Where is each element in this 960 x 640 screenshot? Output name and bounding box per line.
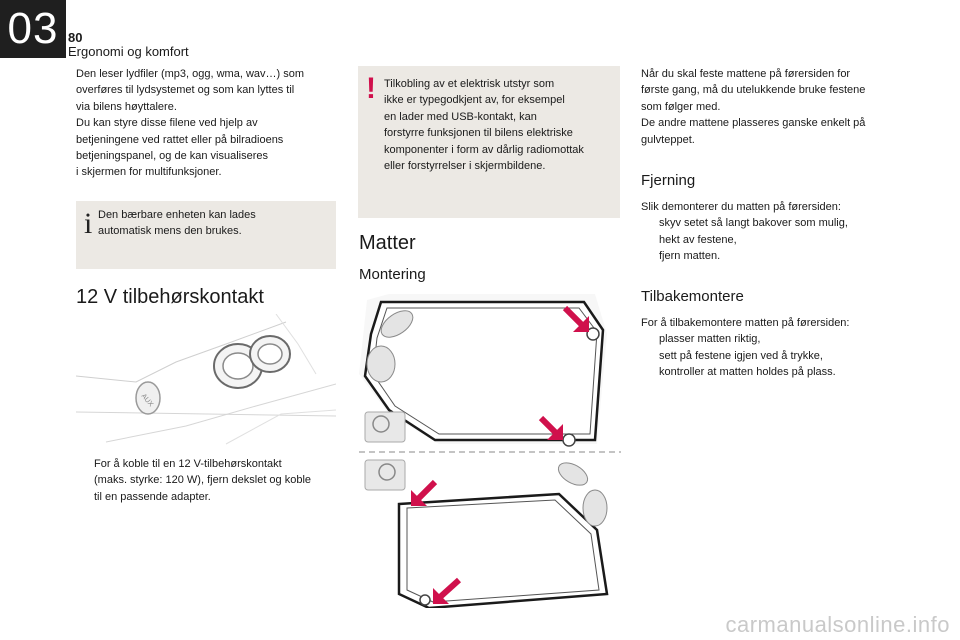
- text-line: Du kan styre disse filene ved hjelp av: [76, 117, 258, 130]
- list-item: sett på festene igjen ved å trykke,: [641, 348, 901, 364]
- bullet-symbol: [76, 456, 94, 505]
- info-text: Den bærbare enheten kan lades automatisk…: [98, 207, 328, 240]
- info-icon: i: [84, 207, 93, 240]
- bullet-symbol: [641, 215, 659, 231]
- text-line: komponenter i form av dårlig radiomottak: [384, 143, 584, 156]
- text-line: Tilkobling av et elektrisk utstyr som: [384, 78, 555, 90]
- list-item-text: kontroller at matten holdes på plass.: [659, 366, 836, 379]
- text-line: For å koble til en 12 V-tilbehørskontakt: [94, 458, 282, 470]
- list-item: fjern matten.: [641, 248, 901, 264]
- text-line: Den leser lydfiler (mp3, ogg, wma, wav…)…: [76, 68, 305, 80]
- text-line: ikke er typegodkjent av, for eksempel: [384, 94, 565, 107]
- text-line: Den bærbare enheten kan lades: [98, 209, 256, 221]
- list-item-text: hekt av festene,: [659, 233, 737, 246]
- text-line: gulvteppet.: [641, 133, 695, 146]
- heading-refitting: Tilbakemontere: [641, 288, 744, 305]
- subheading-mounting: Montering: [359, 266, 426, 283]
- bullet-symbol: [641, 348, 659, 364]
- text-line: overføres til lydsystemet og som kan lyt…: [76, 84, 295, 97]
- warning-box: ! Tilkobling av et elektrisk utstyr som …: [358, 66, 620, 218]
- bullet-symbol: [641, 248, 659, 264]
- removal-section: Slik demonterer du matten på førersiden:…: [641, 199, 901, 265]
- bullet-symbol: [641, 232, 659, 248]
- list-item: hekt av festene,: [641, 232, 901, 248]
- removal-intro: Slik demonterer du matten på førersiden:: [641, 201, 841, 213]
- list-item: skyv setet så langt bakover som mulig,: [641, 215, 901, 231]
- text-line: i skjermen for multifunksjoner.: [76, 166, 222, 179]
- text-line: via bilens høyttalere.: [76, 100, 177, 113]
- list-item-text: skyv setet så langt bakover som mulig,: [659, 217, 848, 230]
- list-item-text: plasser matten riktig,: [659, 333, 761, 346]
- text-line: eller forstyrrelser i skjermbildene.: [384, 160, 546, 173]
- text-line: De andre mattene plasseres ganske enkelt…: [641, 117, 866, 130]
- text-line: Når du skal feste mattene på førersiden …: [641, 68, 851, 80]
- text-line: (maks. styrke: 120 W), fjern dekslet og …: [94, 474, 312, 487]
- warning-icon: !: [366, 72, 376, 105]
- list-item-text: fjern matten.: [659, 250, 721, 263]
- heading-removal: Fjerning: [641, 172, 696, 189]
- refitting-intro: For å tilbakemontere matten på førerside…: [641, 317, 850, 329]
- chapter-number: 03: [0, 0, 66, 58]
- text-line: betjeningene ved rattet eller på bilradi…: [76, 133, 284, 146]
- refitting-section: For å tilbakemontere matten på førerside…: [641, 315, 901, 381]
- list-item-text: sett på festene igjen ved å trykke,: [659, 349, 823, 362]
- info-box: i Den bærbare enheten kan lades automati…: [76, 201, 336, 269]
- heading-accessory-socket: 12 V tilbehørskontakt: [76, 286, 264, 308]
- audio-files-paragraph: Den leser lydfiler (mp3, ogg, wma, wav…)…: [76, 66, 342, 181]
- list-item: plasser matten riktig,: [641, 331, 901, 347]
- section-title: Ergonomi og komfort: [68, 44, 189, 59]
- socket-instruction: For å koble til en 12 V-tilbehørskontakt…: [76, 456, 344, 505]
- heading-mats: Matter: [359, 232, 416, 254]
- text-line: en lader med USB-kontakt, kan: [384, 110, 537, 123]
- text-line: forstyrre funksjonen til bilens elektris…: [384, 127, 573, 140]
- bullet-symbol: [641, 364, 659, 380]
- mats-intro: Når du skal feste mattene på førersiden …: [641, 66, 901, 148]
- text-line: første gang, må du utelukkende bruke fes…: [641, 84, 866, 97]
- text-line: som følger med.: [641, 100, 721, 113]
- accessory-socket-illustration: AUX: [76, 314, 336, 446]
- text-line: til en passende adapter.: [94, 490, 211, 503]
- watermark: carmanualsonline.info: [725, 612, 950, 637]
- bullet-symbol: [641, 331, 659, 347]
- text-line: betjeningspanel, og de kan visualiseres: [76, 150, 269, 163]
- text-line: automatisk mens den brukes.: [98, 225, 242, 238]
- floor-mat-illustration: [359, 294, 621, 608]
- warning-text: Tilkobling av et elektrisk utstyr som ik…: [384, 76, 616, 174]
- list-item: kontroller at matten holdes på plass.: [641, 364, 901, 380]
- page-number: 80: [68, 30, 83, 45]
